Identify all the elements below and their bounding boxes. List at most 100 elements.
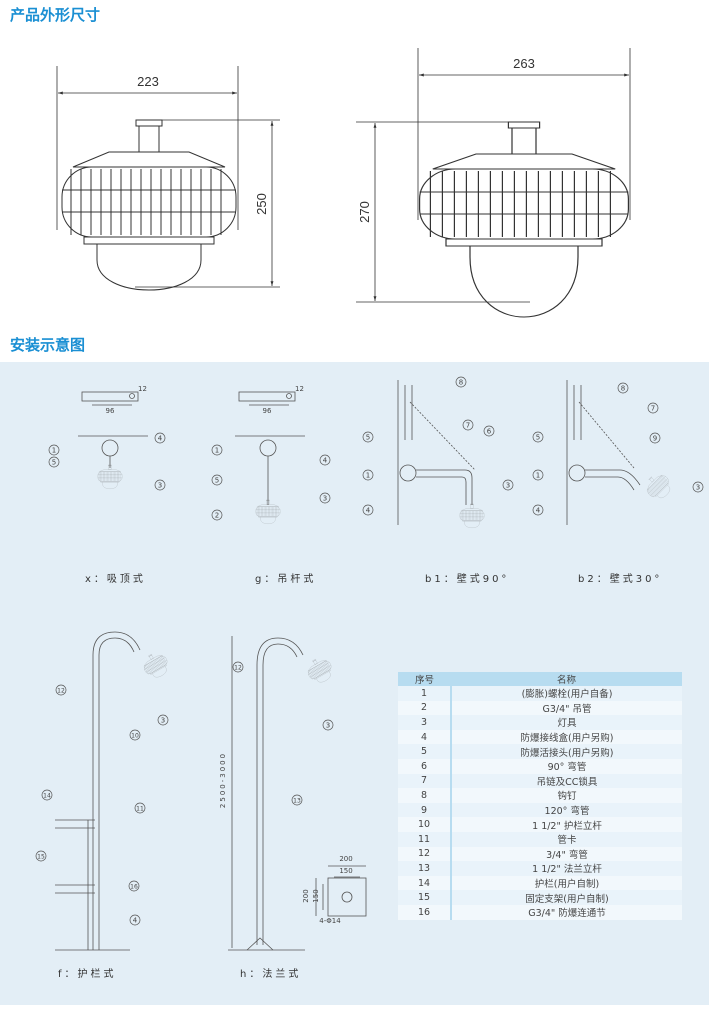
callout-number: 3 [326,722,330,730]
callout-number: 1 [52,447,56,455]
part-number: 1 [398,686,452,701]
lamp-a-drawing [61,119,237,291]
flange-width-outer: 200 [339,855,352,863]
part-number: 13 [398,861,452,876]
callout-number: 4 [158,435,163,443]
flange-height-inner: 150 [312,889,320,902]
callout-circle [617,382,629,394]
part-number: 16 [398,904,452,920]
callout-number: 3 [696,484,700,492]
callout-circle [134,802,146,814]
callout-circle [154,432,166,444]
part-number: 9 [398,802,452,818]
part-number: 15 [398,890,452,905]
callout-circle [462,419,474,431]
callout-number: 5 [215,477,219,485]
bracket-g-d2: 96 [263,407,272,415]
callout-circle [502,479,514,491]
part-number: 6 [398,758,452,774]
part-name: 120° 弯管 [451,802,682,818]
part-name: 固定支架(用户自制) [451,890,682,905]
callout-number: 12 [57,688,65,695]
install-lamp-x [97,464,123,489]
caption-railing-mount: f：护栏式 [58,969,117,980]
callout-number: 11 [136,806,144,813]
callout-number: 5 [536,434,540,442]
part-name: 防爆活接头(用户另购) [451,744,682,759]
part-number: 5 [398,744,452,759]
callout-circle [483,425,495,437]
part-number: 14 [398,875,452,891]
callout-circle [211,444,223,456]
callout-number: 3 [506,482,510,490]
callout-number: 7 [651,405,655,413]
callout-number: 3 [161,717,165,725]
lamp-b-height: 270 [357,201,372,223]
part-name: G3/4" 吊管 [451,700,682,716]
callout-number: 4 [133,917,138,925]
callout-circle [647,402,659,414]
callout-number: 3 [158,482,162,490]
callout-number: 1 [366,472,370,480]
callout-circle [41,789,53,801]
part-name: 灯具 [451,715,682,730]
callout-circle [649,432,661,444]
callout-circle [211,474,223,486]
callout-circle [362,504,374,516]
part-number: 10 [398,817,452,832]
callout-number: 8 [459,379,463,387]
flange-holes: 4-Φ14 [319,917,341,925]
install-lamp-f [143,654,168,678]
caption-ceiling-mount: x：吸顶式 [85,574,146,585]
lamp-b-drawing [418,121,630,318]
callout-circle [692,481,704,493]
callout-circle [48,444,60,456]
callout-number: 4 [366,507,371,515]
part-name: 3/4" 弯管 [451,846,682,862]
callout-number: 16 [130,884,138,891]
callout-circle [129,729,141,741]
install-lamp-h [307,659,332,683]
install-lamp-b2 [647,475,670,498]
callout-circle [211,509,223,521]
callout-circle [48,456,60,468]
callout-number: 4 [536,507,541,515]
part-number: 2 [398,700,452,716]
part-number: 12 [398,846,452,862]
pole-height-range: 2500-3000 [219,752,227,808]
part-number: 8 [398,788,452,803]
bracket-g-d1: 12 [295,385,304,393]
header-name: 名称 [451,672,682,686]
callout-circle [157,714,169,726]
callout-circle [455,376,467,388]
part-name: 钩钉 [451,788,682,803]
install-lamp-g [255,499,281,524]
bracket-x-d2: 96 [106,407,115,415]
part-name: 管卡 [451,831,682,847]
callout-number: 3 [323,495,327,503]
callout-circle [154,479,166,491]
part-number: 3 [398,715,452,730]
callout-number: 13 [293,798,301,805]
part-number: 4 [398,729,452,745]
callout-number: 12 [234,665,242,672]
part-name: 防爆接线盒(用户另购) [451,729,682,745]
flange-height-outer: 200 [302,889,310,902]
caption-wall-30: b2：壁式30° [578,574,663,585]
header-number: 序号 [398,672,451,686]
part-number: 7 [398,773,452,789]
install-lamp-b1 [459,503,485,528]
callout-number: 9 [653,435,657,443]
callout-number: 6 [487,428,492,436]
callout-circle [532,431,544,443]
